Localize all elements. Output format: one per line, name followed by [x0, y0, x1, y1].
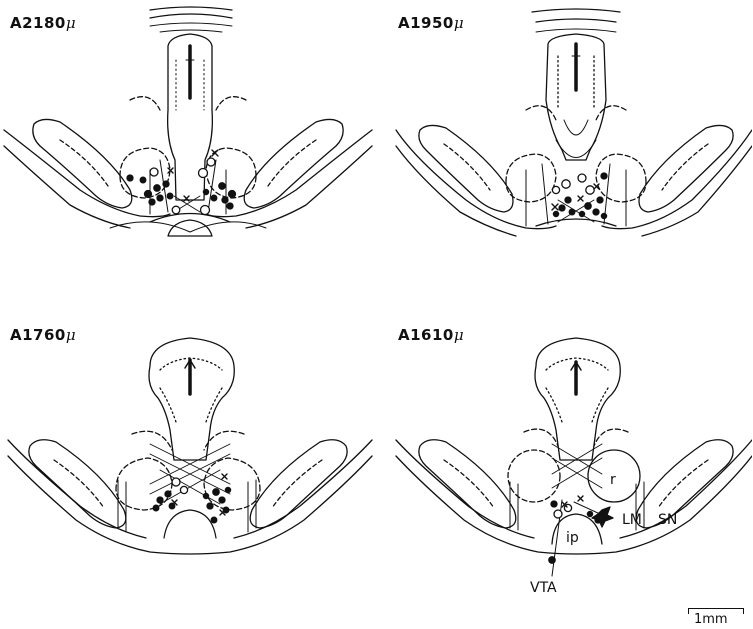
label-sn: SN — [658, 512, 677, 528]
scale-bar-label: 1mm — [694, 612, 728, 627]
label-r: r — [610, 472, 616, 488]
brain-section-drawing-a2180 — [0, 0, 376, 314]
label-vta: VTA — [530, 580, 557, 596]
section-panel-a1760: A1760μ — [0, 314, 376, 628]
brain-section-drawing-a1950 — [376, 0, 752, 314]
label-ip: ip — [566, 530, 579, 546]
section-panel-a1950: A1950μ — [376, 0, 752, 314]
brain-section-drawing-a1760 — [0, 314, 376, 628]
lesion-marker-cluster — [552, 173, 607, 219]
scale-bar: 1mm — [688, 608, 744, 628]
brain-section-drawing-a1610 — [376, 314, 752, 628]
section-panel-a1610: A1610μ — [376, 314, 752, 628]
section-panel-a2180: A2180μ — [0, 0, 376, 314]
lesion-marker-cluster — [127, 150, 236, 215]
label-lm: LM — [622, 512, 642, 528]
lesion-marker-cluster — [153, 474, 230, 523]
